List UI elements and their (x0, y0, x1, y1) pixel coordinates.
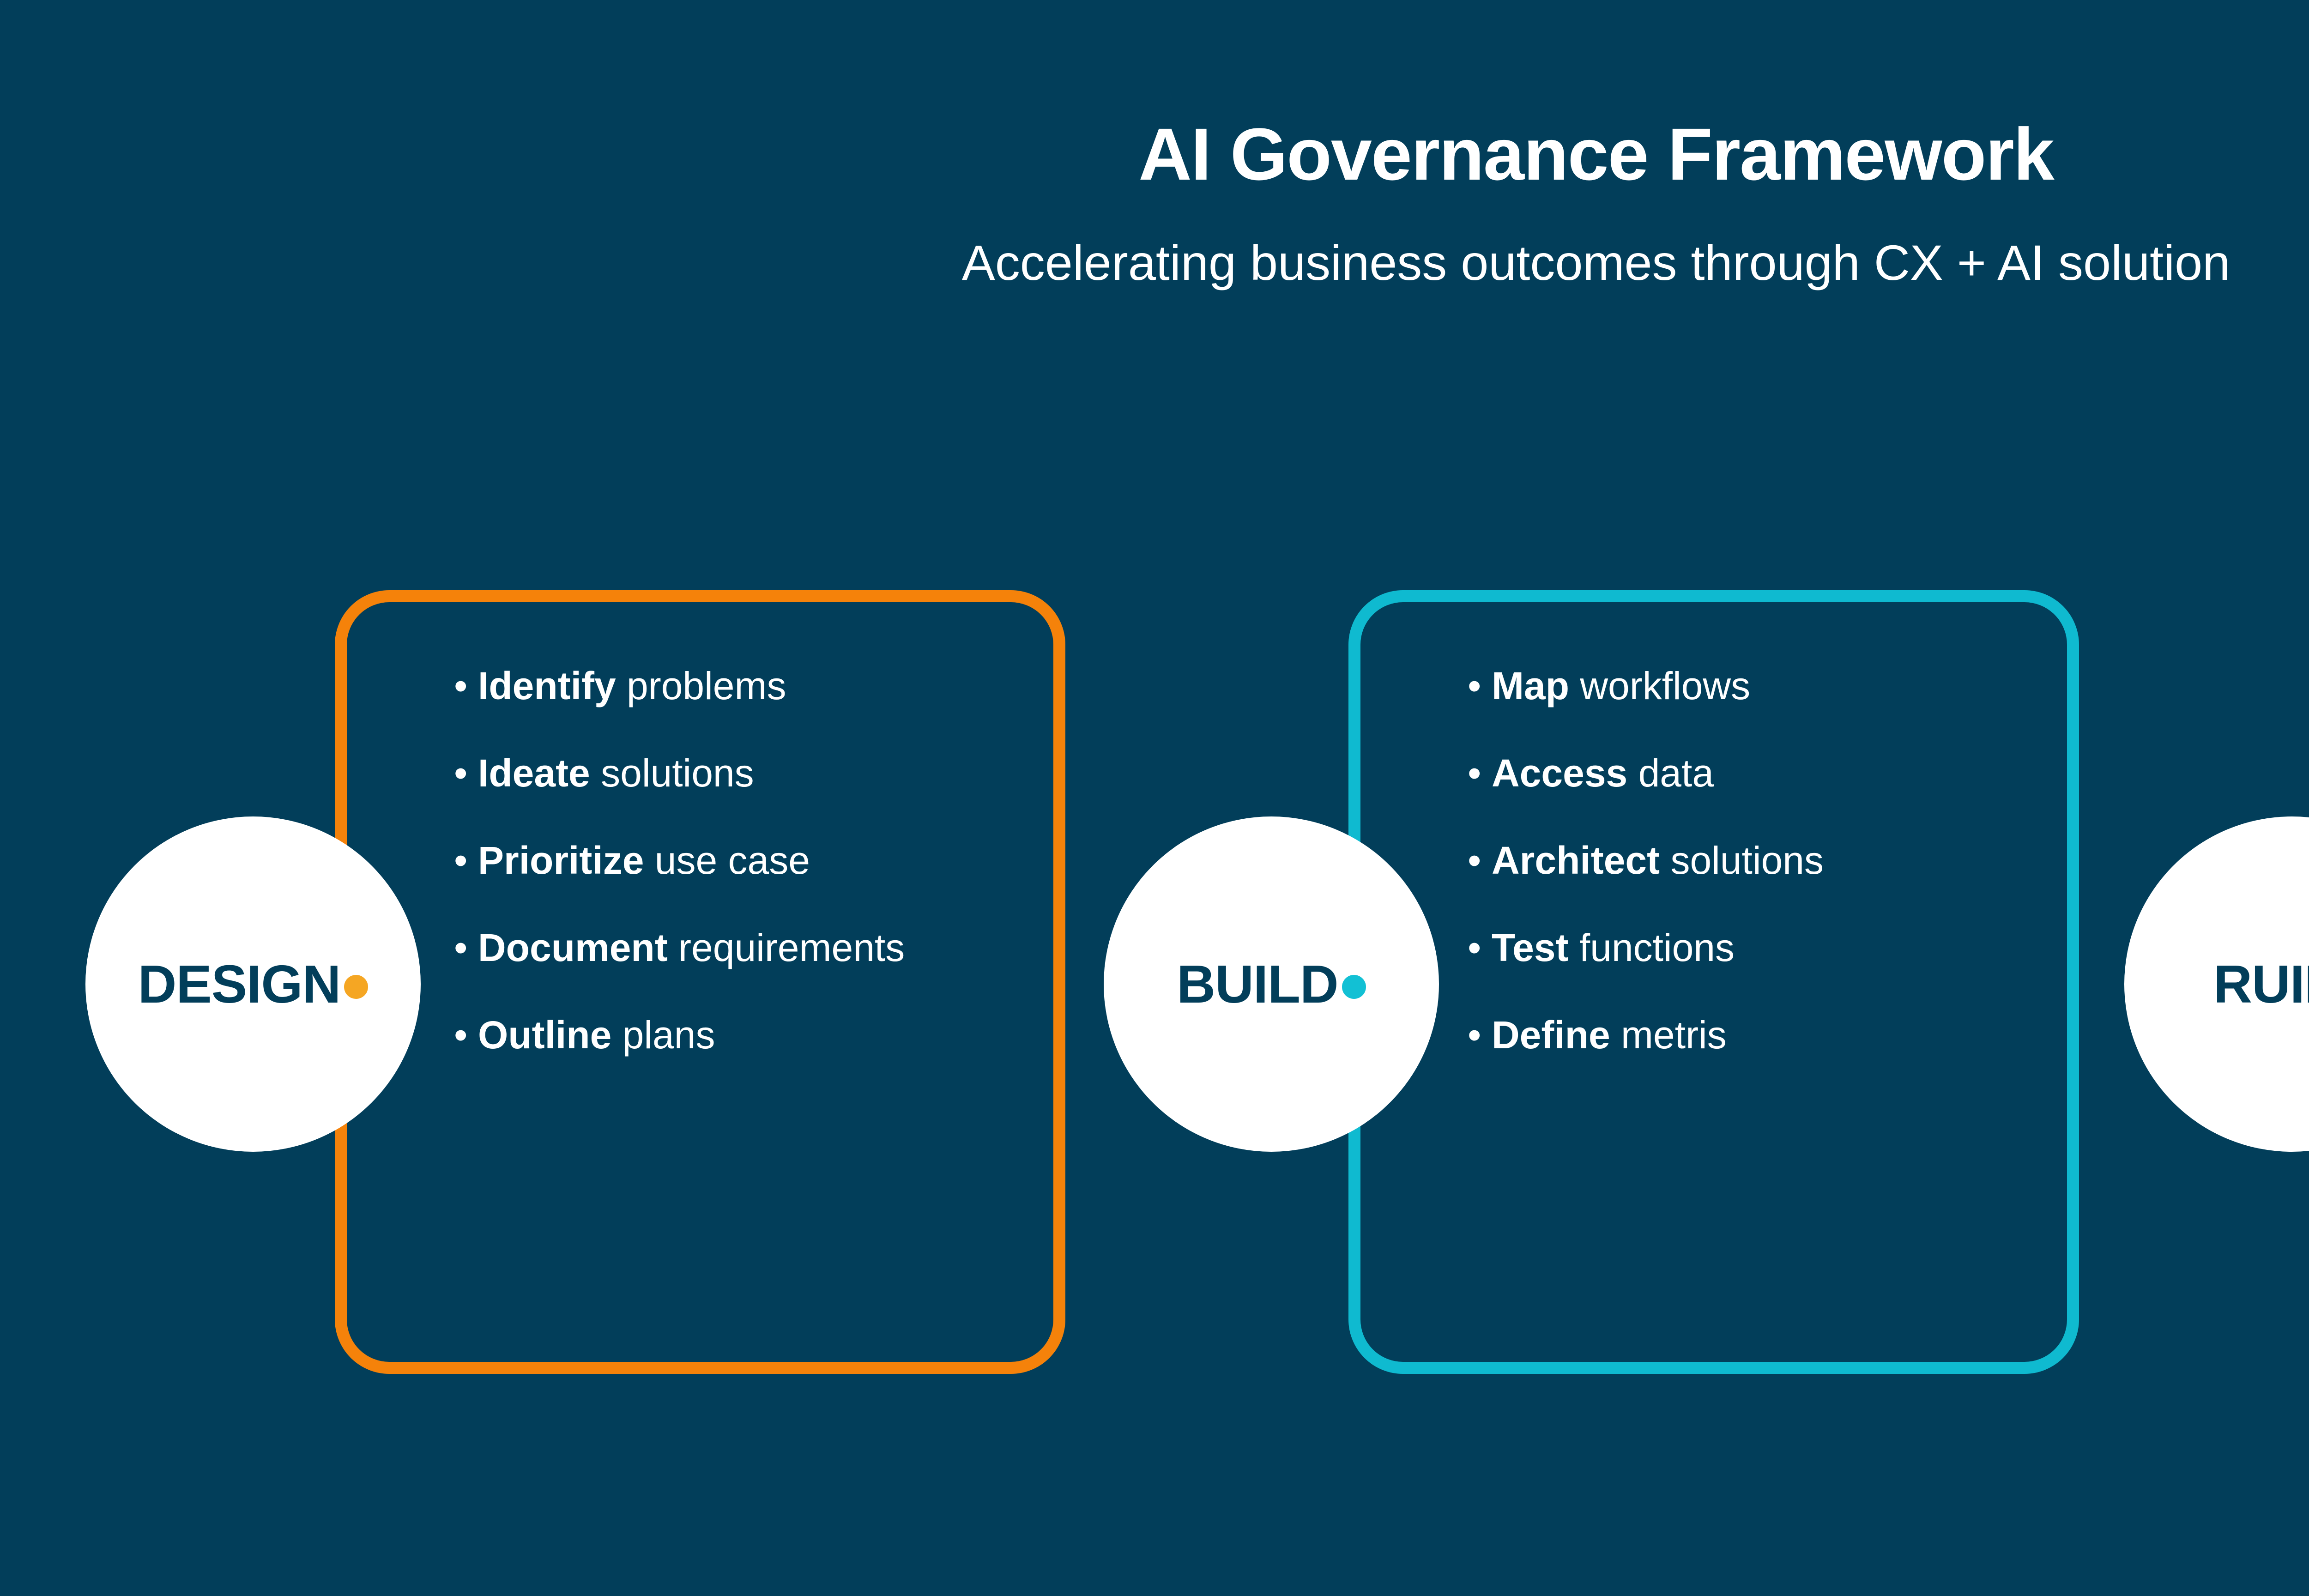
list-item: Document requirements (454, 925, 1035, 971)
list-item: Identify problems (454, 663, 1035, 709)
header: AI Governance Framework Accelerating bus… (0, 0, 2309, 290)
bullet-rest: data (1627, 751, 1714, 795)
bullet-rest: metris (1610, 1013, 1727, 1057)
bullet-lead: Prioritize (478, 839, 644, 883)
bullet-lead: Outline (478, 1013, 612, 1057)
bullet-list-build: Map workflows Access data Architect solu… (1468, 663, 2049, 1058)
stage-card-design[interactable]: Identify problems Ideate solutions Prior… (335, 590, 1065, 1374)
bullet-rest: use case (644, 839, 810, 883)
list-item: Access data (1468, 750, 2049, 796)
bullet-lead: Ideate (478, 751, 590, 795)
stage-card-row: Identify problems Ideate solutions Prior… (0, 590, 2309, 1375)
stage-badge-design[interactable]: DESIGN (85, 816, 421, 1152)
stage-card-build[interactable]: Map workflows Access data Architect solu… (1348, 590, 2079, 1374)
bullet-rest: problems (616, 664, 786, 707)
bullet-rest: solutions (1660, 839, 1824, 883)
page-title: AI Governance Framework (1138, 113, 2054, 195)
bullet-lead: Define (1492, 1013, 1610, 1057)
page-subtitle: Accelerating business outcomes through C… (961, 235, 2230, 290)
bullet-rest: workflows (1569, 664, 1751, 707)
bullet-lead: Test (1492, 926, 1569, 970)
bullet-rest: requirements (667, 926, 905, 970)
list-item: Architect solutions (1468, 838, 2049, 883)
bullet-list-design: Identify problems Ideate solutions Prior… (454, 663, 1035, 1058)
stage-badge-label: RUIN (2213, 954, 2309, 1014)
bullet-lead: Access (1492, 751, 1628, 795)
bullet-rest: plans (611, 1013, 715, 1057)
list-item: Outline plans (454, 1012, 1035, 1058)
stage-badge-label: DESIGN (138, 954, 341, 1014)
list-item: Define metris (1468, 1012, 2049, 1058)
stage-badge-label: BUILD (1177, 954, 1338, 1014)
list-item: Map workflows (1468, 663, 2049, 709)
bullet-rest: solutions (590, 751, 754, 795)
list-item: Ideate solutions (454, 750, 1035, 796)
bullet-lead: Architect (1492, 839, 1660, 883)
bullet-lead: Map (1492, 664, 1569, 707)
list-item: Prioritize use case (454, 838, 1035, 883)
list-item: Test functions (1468, 925, 2049, 971)
badge-dot-icon (1342, 975, 1366, 999)
stage-badge-build[interactable]: BUILD (1104, 816, 1439, 1152)
badge-dot-icon (344, 975, 369, 999)
bullet-lead: Identify (478, 664, 616, 707)
bullet-rest: functions (1568, 926, 1735, 970)
bullet-lead: Document (478, 926, 668, 970)
